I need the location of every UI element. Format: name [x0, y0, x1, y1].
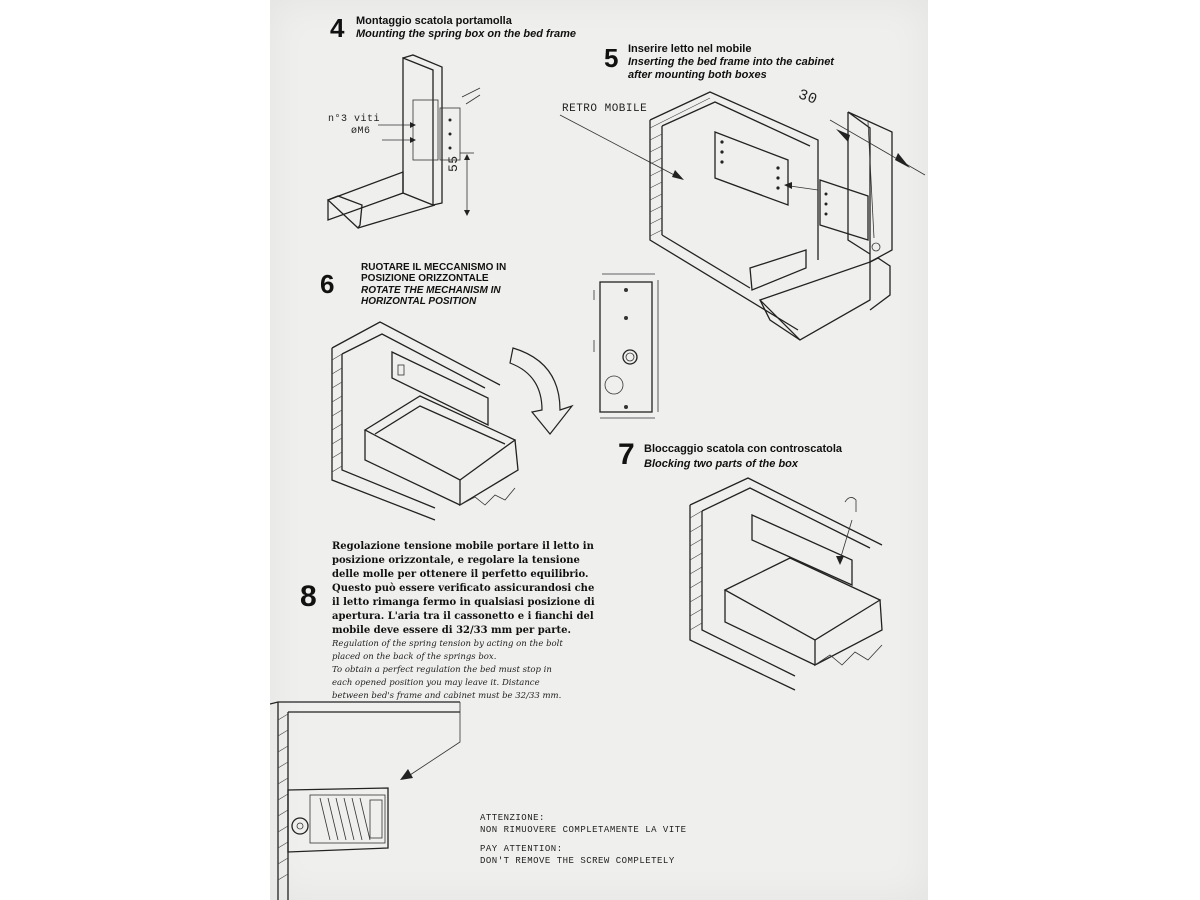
- step6-title-it: RUOTARE IL MECCANISMO IN POSIZIONE ORIZZ…: [361, 262, 506, 284]
- screws-label-line1: n°3 viti: [328, 114, 381, 125]
- step6-number: 6: [320, 269, 335, 299]
- warning-it: ATTENZIONE: NON RIMUOVERE COMPLETAMENTE …: [480, 812, 687, 836]
- step6-title-en: ROTATE THE MECHANISM IN HORIZONTAL POSIT…: [361, 285, 501, 307]
- step5-drawing: [559, 91, 926, 419]
- step8-it-line: delle molle per ottenere il perfetto equ…: [332, 569, 589, 580]
- step5-title-en-2: after mounting both boxes: [628, 69, 767, 81]
- step4-screws-label: n°3 viti øM6: [328, 114, 380, 138]
- step7-number: 7: [618, 438, 635, 471]
- retro-mobile-label: RETRO MOBILE: [562, 103, 648, 115]
- step8-drawing: [270, 701, 461, 900]
- step4-title-en: Mounting the spring box on the bed frame: [356, 28, 576, 40]
- step5-title-en-1: Inserting the bed frame into the cabinet: [628, 56, 834, 68]
- step7-title-it: Bloccaggio scatola con controscatola: [644, 443, 843, 455]
- step6-title-en-1: ROTATE THE MECHANISM IN: [361, 285, 501, 296]
- step7-drawing: [689, 477, 883, 691]
- step7-title-en: Blocking two parts of the box: [644, 458, 799, 470]
- screws-label-line2: øM6: [351, 126, 371, 137]
- step6-drawing: [331, 321, 574, 521]
- step8-en-line: To obtain a perfect regulation the bed m…: [332, 665, 552, 675]
- step8-en-line: between bed's frame and cabinet must be …: [332, 691, 562, 701]
- warning-it-line2: NON RIMUOVERE COMPLETAMENTE LA VITE: [480, 825, 687, 835]
- step8-text: Regolazione tensione mobile portare il l…: [332, 540, 632, 703]
- step8-it-line: posizione orizzontale, e regolare la ten…: [332, 555, 580, 566]
- step8-en-line: each opened position you may leave it. D…: [332, 678, 540, 688]
- instruction-sheet: 4 Montaggio scatola portamolla Mounting …: [270, 0, 928, 900]
- step8-it-line: Regolazione tensione mobile portare il l…: [332, 541, 594, 552]
- step6-title-it-1: RUOTARE IL MECCANISMO IN: [361, 262, 507, 273]
- warning-en-line2: DON'T REMOVE THE SCREW COMPLETELY: [480, 856, 675, 866]
- step6-title-en-2: HORIZONTAL POSITION: [361, 296, 477, 307]
- step8-it-line: Questo può essere verificato assicurando…: [332, 583, 595, 594]
- step4-number: 4: [330, 13, 345, 43]
- step8-it-line: il letto rimanga fermo in qualsiasi posi…: [332, 597, 595, 608]
- step8-number: 8: [300, 580, 317, 613]
- step4-title-it: Montaggio scatola portamolla: [356, 15, 512, 27]
- step5-title-it: Inserire letto nel mobile: [628, 43, 752, 55]
- step8-it-line: mobile deve essere di 32/33 mm per parte…: [332, 625, 571, 636]
- warning-en-line1: PAY ATTENTION:: [480, 844, 563, 854]
- step8-en-line: Regulation of the spring tension by acti…: [332, 639, 563, 649]
- step8-en-line: placed on the back of the springs box.: [332, 652, 497, 662]
- step8-it-line: apertura. L'aria tra il cassonetto e i f…: [332, 611, 594, 622]
- step6-title-it-2: POSIZIONE ORIZZONTALE: [361, 273, 489, 284]
- step5-number: 5: [604, 43, 619, 73]
- step4-drawing: [326, 54, 481, 229]
- warning-it-line1: ATTENZIONE:: [480, 813, 545, 823]
- warning-en: PAY ATTENTION: DON'T REMOVE THE SCREW CO…: [480, 843, 675, 867]
